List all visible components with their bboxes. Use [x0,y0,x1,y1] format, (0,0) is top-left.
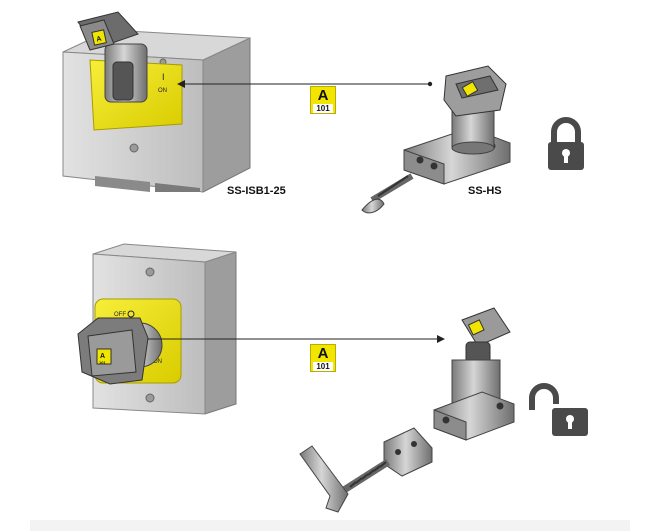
key-tag-bottom-letter: A [317,345,329,362]
footer-band [30,520,630,531]
label-lock-top: SS-HS [468,185,502,197]
connector-dot-top [427,81,433,87]
unlocked-padlock-icon [529,383,588,436]
isolator-switch-top: I ON A [62,11,251,193]
switch-bottom-on-label: ON [153,359,162,365]
isolator-switch-bottom: OFF I ON A 101 [77,243,237,415]
key-bottom-letter: A [100,353,105,360]
switch-top-on-mark: I [162,72,165,82]
locked-padlock-icon [548,117,584,170]
key-tag-bottom: A 101 [310,344,336,372]
key-bottom-code: 101 [99,360,106,365]
ss-hs-lock-bottom [433,307,515,441]
key-tag-top: A 101 [310,86,336,114]
key-tag-top-code: 101 [313,104,333,113]
key-top-letter: A [96,36,102,44]
key-tag-bottom-code: 101 [313,362,333,371]
detached-handle-bottom [299,427,433,513]
label-switch-top: SS-ISB1-25 [227,185,286,197]
switch-bottom-off-label: OFF [114,312,126,318]
switch-top-on-label: ON [158,88,167,94]
ss-hs-lock-top [361,65,511,214]
key-tag-top-letter: A [317,87,329,104]
